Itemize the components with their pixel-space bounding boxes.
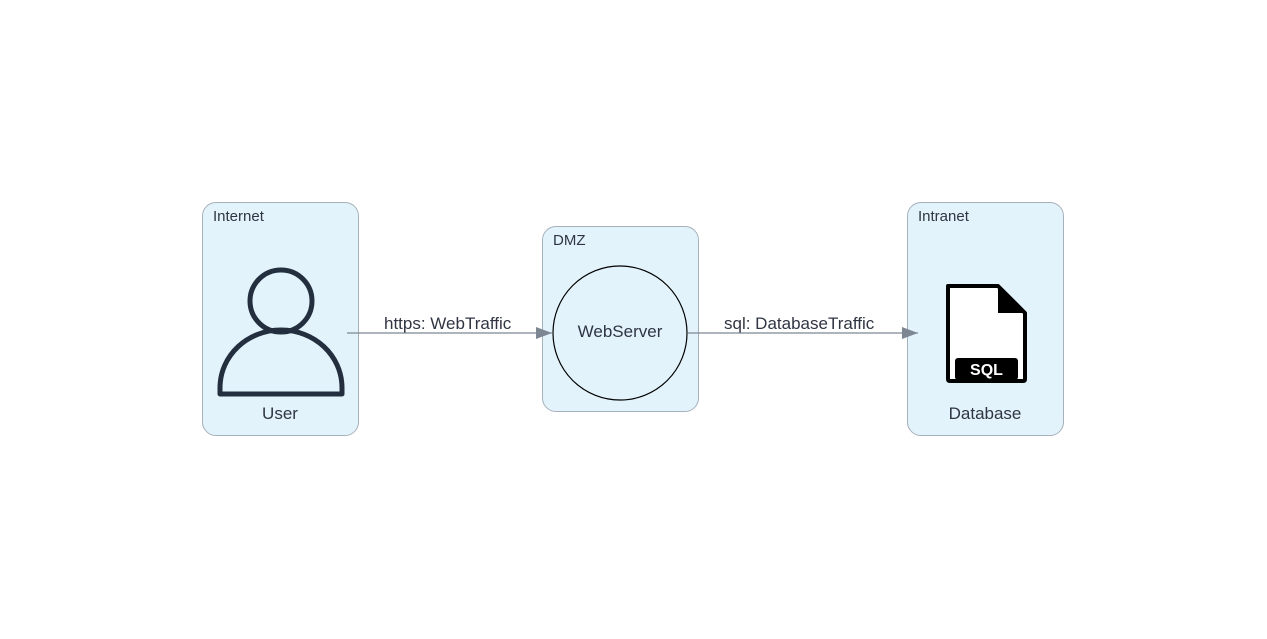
edge-label-https: https: WebTraffic	[384, 314, 512, 333]
user-node-label: User	[262, 404, 298, 423]
webserver-node[interactable]	[552, 265, 688, 401]
sql-file-icon: SQL	[946, 284, 1027, 383]
zone-dmz-label: DMZ	[553, 232, 586, 249]
zone-internet-label: Internet	[213, 208, 264, 225]
sql-icon-text: SQL	[970, 362, 1003, 379]
webserver-node-label: WebServer	[577, 322, 663, 341]
zone-intranet-label: Intranet	[918, 208, 969, 225]
database-node-label: Database	[948, 404, 1022, 423]
zone-internet: Internet	[202, 202, 359, 436]
person-icon	[217, 267, 345, 397]
edge-label-sql: sql: DatabaseTraffic	[724, 314, 875, 333]
